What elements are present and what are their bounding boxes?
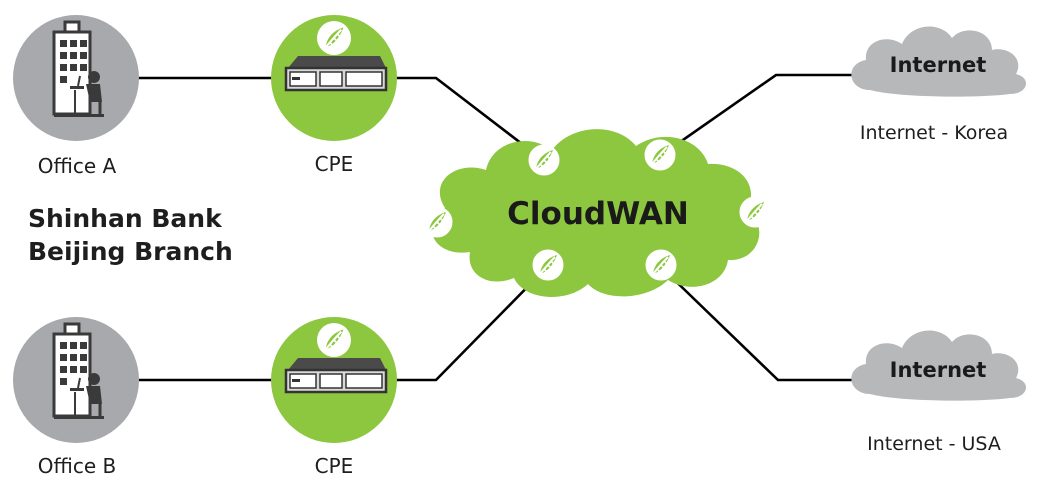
internet-usa-cloud-label: Internet	[889, 358, 987, 382]
office-b-building-icon	[11, 315, 141, 445]
cpe-top-label: CPE	[314, 152, 354, 176]
cpe-top-device-icon	[271, 15, 397, 141]
link-cloudwan-internet-usa	[659, 265, 852, 382]
office-b-label: Office B	[37, 454, 117, 478]
internet-korea-cloud-label: Internet	[889, 53, 987, 77]
connection-lines	[138, 73, 852, 382]
cloudwan-cloud	[431, 129, 760, 297]
internet-usa-label: Internet - USA	[867, 433, 1001, 455]
cpe-bottom-label: CPE	[314, 454, 354, 478]
office-a-label: Office A	[37, 154, 117, 178]
office-a-building-icon	[11, 13, 141, 143]
internet-korea-label: Internet - Korea	[859, 122, 1009, 144]
cloudwan-node-bottom-left-icon	[532, 249, 564, 281]
link-cloudwan-internet-korea	[659, 73, 852, 158]
cloudwan-node-bottom-right-icon	[645, 249, 677, 281]
organization-name-line2: Beijing Branch	[28, 237, 233, 266]
link-cpe-bottom-cloudwan	[394, 265, 549, 382]
link-cpe-top-cloudwan	[394, 76, 544, 162]
organization-name-line1: Shinhan Bank	[28, 204, 222, 233]
cloudwan-node-top-left-icon	[528, 144, 560, 176]
cloudwan-label: CloudWAN	[507, 196, 689, 232]
cpe-bottom-device-icon	[271, 317, 397, 443]
cloudwan-node-top-right-icon	[644, 139, 676, 171]
